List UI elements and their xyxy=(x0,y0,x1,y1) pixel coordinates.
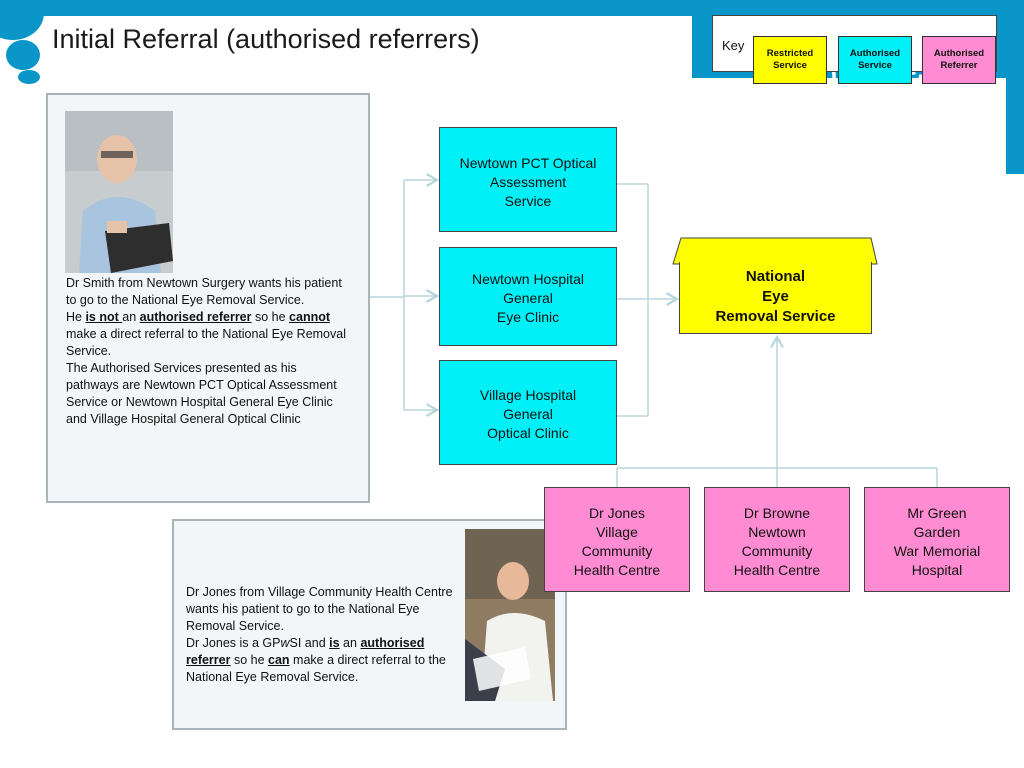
dr-jones-panel: Dr Jones from Village Community Health C… xyxy=(172,519,567,730)
key-legend: Restricted Service Authorised Service Au… xyxy=(712,15,997,84)
is-emphasis: is xyxy=(329,636,340,650)
dr-smith-description: Dr Smith from Newtown Surgery wants his … xyxy=(66,276,346,426)
key-label: Key xyxy=(722,38,745,53)
service-newtown-hospital-eye-clinic: Newtown Hospital General Eye Clinic xyxy=(439,247,617,346)
man-at-laptop-photo xyxy=(65,111,173,273)
right-brand-strip xyxy=(1006,16,1024,174)
authorised-referrer-emphasis: authorised referrer xyxy=(139,310,252,324)
logo-circle xyxy=(6,40,40,70)
service-newtown-pct-optical: Newtown PCT Optical Assessment Service xyxy=(439,127,617,232)
doctor-with-patient-photo xyxy=(465,529,555,701)
logo-circle xyxy=(18,70,40,84)
page-title: Initial Referral (authorised referrers) xyxy=(52,24,480,54)
dr-smith-panel: Dr Smith from Newtown Surgery wants his … xyxy=(46,93,370,503)
referrer-mr-green: Mr Green Garden War Memorial Hospital xyxy=(864,487,1010,592)
is-not-emphasis: is not xyxy=(85,310,123,324)
national-eye-removal-service: National Eye Removal Service xyxy=(679,262,872,334)
service-village-hospital-optical-clinic: Village Hospital General Optical Clinic xyxy=(439,360,617,465)
header-bar xyxy=(0,0,1024,16)
referrer-dr-browne: Dr Browne Newtown Community Health Centr… xyxy=(704,487,850,592)
key-authorised-service: Authorised Service xyxy=(838,36,912,84)
referrer-dr-jones: Dr Jones Village Community Health Centre xyxy=(544,487,690,592)
key-restricted-service: Restricted Service xyxy=(753,36,827,84)
can-emphasis: can xyxy=(268,653,290,667)
dr-jones-description: Dr Jones from Village Community Health C… xyxy=(186,585,453,684)
authorised-referrer-emphasis: authorised referrer xyxy=(186,636,425,667)
key-authorised-referrer: Authorised Referrer xyxy=(922,36,996,84)
cannot-emphasis: cannot xyxy=(289,310,331,324)
